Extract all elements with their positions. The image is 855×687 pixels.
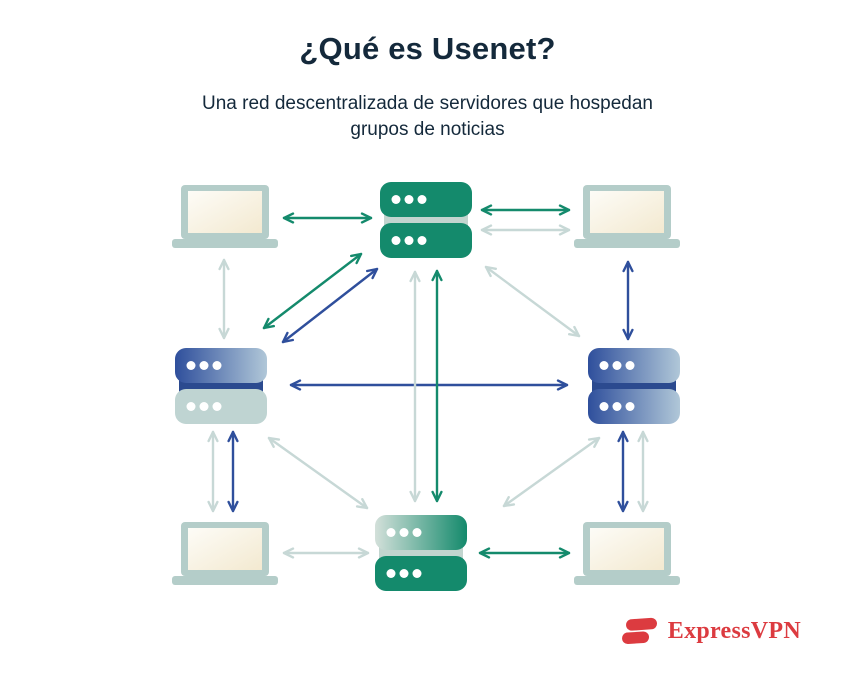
arrow-server-right--laptop-bottom-right	[637, 430, 649, 513]
laptop-top-left	[172, 185, 278, 248]
server-led-dot	[386, 528, 396, 537]
arrow-laptop-top-left--server-left	[218, 258, 230, 340]
arrow-server-top--laptop-top-right	[480, 224, 571, 236]
server-led-dot	[404, 236, 414, 245]
laptop-base	[574, 576, 680, 585]
arrow-server-left--server-top	[262, 252, 363, 330]
server-led-dot	[391, 195, 401, 204]
server-led-dot	[412, 528, 422, 537]
arrow-server-left--server-right	[289, 379, 569, 391]
server-bottom	[375, 515, 467, 591]
server-led-dot	[212, 361, 222, 370]
page-subtitle: Una red descentralizada de servidores qu…	[201, 93, 654, 140]
laptop-bottom-right	[574, 522, 680, 585]
arrow-laptop-top-left--server-top	[282, 212, 373, 224]
server-led-dot	[186, 361, 196, 370]
arrow-server-left--server-bottom	[267, 436, 369, 510]
arrow-server-left--laptop-bottom-left	[207, 430, 219, 513]
laptop-screen	[590, 528, 664, 570]
server-led-dot	[391, 236, 401, 245]
arrow-laptop-bottom-left--server-bottom	[282, 547, 370, 559]
arrow-server-right--laptop-bottom-right	[617, 430, 629, 513]
expressvpn-icon	[621, 617, 657, 645]
laptop-screen	[188, 191, 262, 233]
server-led-dot	[417, 236, 427, 245]
arrow-server-top--server-right	[484, 265, 581, 338]
laptop-top-right	[574, 185, 680, 248]
server-top	[380, 182, 472, 258]
server-led-dot	[404, 195, 414, 204]
server-led-dot	[599, 402, 609, 411]
laptop-screen	[590, 191, 664, 233]
expressvpn-logo: ExpressVPN	[621, 616, 801, 647]
laptop-screen	[188, 528, 262, 570]
arrow-server-bottom--laptop-bottom-right	[478, 547, 571, 559]
server-led-dot	[399, 528, 409, 537]
server-led-dot	[412, 569, 422, 578]
server-led-dot	[612, 402, 622, 411]
server-led-dot	[186, 402, 196, 411]
expressvpn-wordmark: ExpressVPN	[667, 618, 801, 644]
server-led-dot	[612, 361, 622, 370]
server-right	[588, 348, 680, 424]
arrow-server-top--server-bottom	[409, 270, 421, 503]
server-led-dot	[417, 195, 427, 204]
arrow-server-bottom--server-right	[502, 436, 601, 508]
arrow-server-top--server-bottom	[431, 269, 443, 503]
laptop-base	[172, 576, 278, 585]
arrow-server-left--laptop-bottom-left	[227, 430, 239, 513]
edges	[207, 204, 649, 559]
server-left	[175, 348, 267, 424]
arrow-laptop-top-right--server-right	[622, 260, 634, 341]
server-led-dot	[399, 569, 409, 578]
header: ¿Qué es Usenet? Una red descentralizada …	[0, 30, 855, 142]
laptop-base	[172, 239, 278, 248]
server-led-dot	[599, 361, 609, 370]
arrow-server-left--server-top	[281, 267, 379, 344]
server-led-dot	[625, 361, 635, 370]
server-led-dot	[625, 402, 635, 411]
server-led-dot	[199, 402, 209, 411]
server-led-dot	[199, 361, 209, 370]
server-led-dot	[212, 402, 222, 411]
arrow-server-top--laptop-top-right	[480, 204, 571, 216]
page-title: ¿Qué es Usenet?	[299, 31, 556, 66]
server-led-dot	[386, 569, 396, 578]
laptop-base	[574, 239, 680, 248]
laptop-bottom-left	[172, 522, 278, 585]
